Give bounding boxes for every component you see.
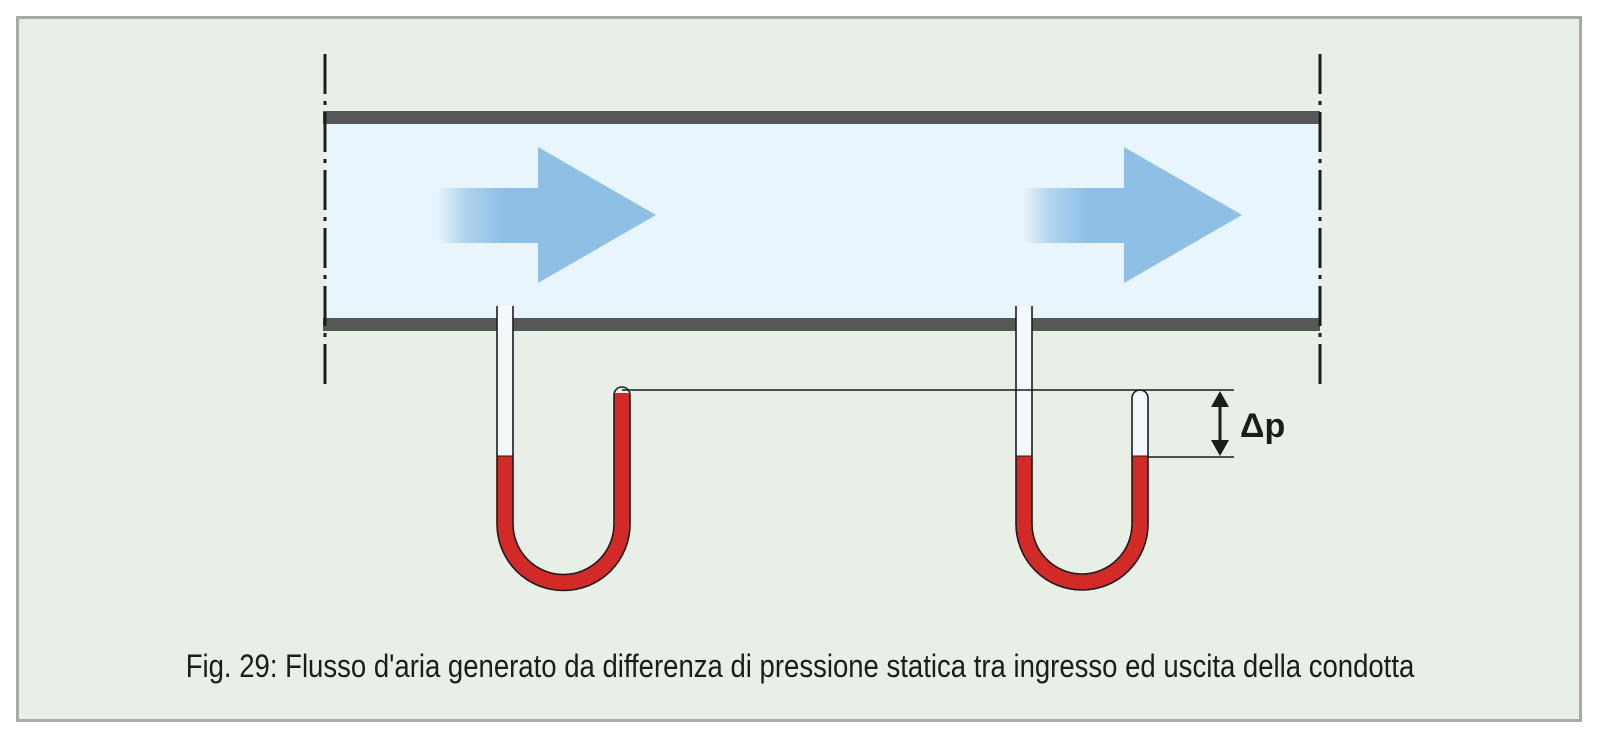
manometer-inlet <box>496 306 631 592</box>
duct-bottom-wall <box>323 318 1320 331</box>
delta-p-arrow <box>1211 391 1229 456</box>
manometer-outlet <box>1015 306 1149 591</box>
flow-arrow-left <box>437 147 656 283</box>
duct-top-wall <box>323 111 1320 124</box>
delta-p-label: Δp <box>1240 407 1285 445</box>
figure-caption: Fig. 29: Flusso d'aria generato da diffe… <box>185 648 1415 684</box>
flow-arrow-right <box>1023 147 1242 283</box>
